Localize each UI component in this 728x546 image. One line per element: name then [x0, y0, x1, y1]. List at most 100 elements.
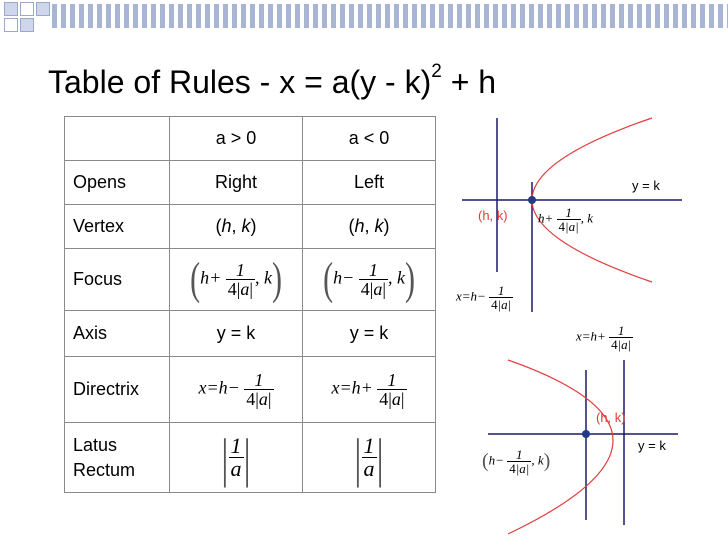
stripe — [358, 4, 363, 28]
vertex-negative: (h, k) — [302, 204, 436, 249]
header-a-positive: a > 0 — [169, 116, 303, 161]
stripe — [205, 4, 210, 28]
stripe — [466, 4, 471, 28]
stripe — [79, 4, 84, 28]
stripe — [619, 4, 624, 28]
stripe — [214, 4, 219, 28]
axis-negative: y = k — [302, 310, 436, 357]
stripe — [475, 4, 480, 28]
stripe — [169, 4, 174, 28]
stripe — [232, 4, 237, 28]
stripe-band — [52, 0, 728, 32]
vertex-positive: (h, k) — [169, 204, 303, 249]
corner-decoration — [0, 0, 60, 50]
stripe — [106, 4, 111, 28]
stripe — [385, 4, 390, 28]
stripe — [259, 4, 264, 28]
table-row-vertex: Vertex (h, k) (h, k) — [64, 204, 436, 249]
table-header-row: a > 0 a < 0 — [64, 116, 436, 161]
stripe — [196, 4, 201, 28]
stripe — [250, 4, 255, 28]
page-title: Table of Rules - x = a(y - k)2 + h — [48, 61, 497, 100]
header-empty-cell — [64, 116, 170, 161]
row-label-vertex: Vertex — [64, 204, 170, 249]
opens-positive: Right — [169, 160, 303, 205]
stripe — [304, 4, 309, 28]
axis-positive: y = k — [169, 310, 303, 357]
stripe — [403, 4, 408, 28]
stripe — [124, 4, 129, 28]
stripe — [133, 4, 138, 28]
stripe — [457, 4, 462, 28]
stripe — [331, 4, 336, 28]
stripe — [115, 4, 120, 28]
row-label-axis: Axis — [64, 310, 170, 357]
stripe — [367, 4, 372, 28]
stripe — [601, 4, 606, 28]
stripe — [646, 4, 651, 28]
stripe — [277, 4, 282, 28]
stripe — [583, 4, 588, 28]
stripe — [187, 4, 192, 28]
stripe — [52, 4, 57, 28]
stripe — [655, 4, 660, 28]
stripe — [547, 4, 552, 28]
stripe — [439, 4, 444, 28]
stripe — [394, 4, 399, 28]
stripe — [565, 4, 570, 28]
stripe — [628, 4, 633, 28]
stripe — [682, 4, 687, 28]
stripe — [313, 4, 318, 28]
stripe — [349, 4, 354, 28]
table-row-axis: Axis y = k y = k — [64, 310, 436, 357]
stripe — [664, 4, 669, 28]
stripe — [574, 4, 579, 28]
stripe — [142, 4, 147, 28]
stripe — [412, 4, 417, 28]
stripe — [691, 4, 696, 28]
table-row-opens: Opens Right Left — [64, 160, 436, 205]
stripe — [709, 4, 714, 28]
row-label-directrix: Directrix — [64, 356, 170, 423]
stripe — [70, 4, 75, 28]
stripe — [88, 4, 93, 28]
stripe — [241, 4, 246, 28]
stripe — [511, 4, 516, 28]
stripe — [340, 4, 345, 28]
header-a-negative: a < 0 — [302, 116, 436, 161]
stripe — [268, 4, 273, 28]
opens-negative: Left — [302, 160, 436, 205]
parabola-curve — [507, 359, 614, 535]
axis-label: y = k — [638, 438, 666, 453]
stripe — [529, 4, 534, 28]
stripe — [484, 4, 489, 28]
stripe — [295, 4, 300, 28]
stripe — [223, 4, 228, 28]
stripe — [556, 4, 561, 28]
stripe — [151, 4, 156, 28]
stripe — [592, 4, 597, 28]
stripe — [376, 4, 381, 28]
stripe — [421, 4, 426, 28]
stripe — [520, 4, 525, 28]
stripe — [61, 4, 66, 28]
row-label-opens: Opens — [64, 160, 170, 205]
stripe — [448, 4, 453, 28]
stripe — [637, 4, 642, 28]
stripe — [160, 4, 165, 28]
